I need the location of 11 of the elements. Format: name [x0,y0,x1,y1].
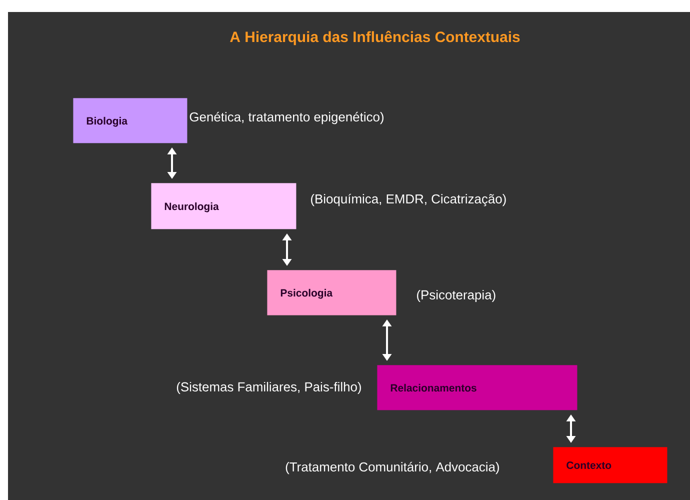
description: (Sistemas Familiares, Pais-filho) [176,382,361,394]
discipline-box: Biologia [73,98,188,144]
title: A Hierarquia das Influências Contextuais [230,30,520,46]
discipline-box: Neurologia [151,183,296,230]
description: (Psicoterapia) [417,290,496,302]
description: (Tratamento Comunitário, Advocacia) [286,462,499,474]
discipline-box: Contexto [553,447,668,484]
description: (Bioquímica, EMDR, Cicatrização) [311,194,506,206]
discipline-box: Relacionamentos [377,365,578,410]
description: Genética, tratamento epigenético) [190,112,384,124]
discipline-box: Psicologia [267,270,396,316]
